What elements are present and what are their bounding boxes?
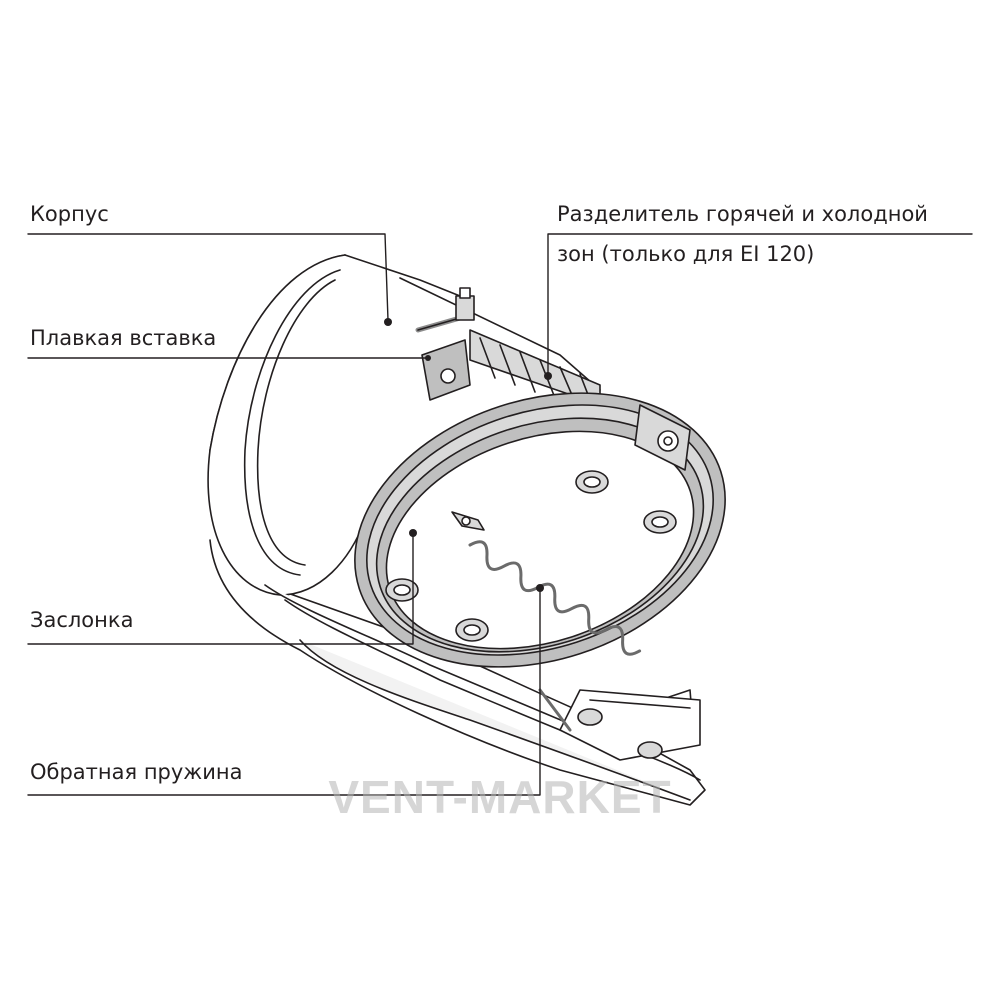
label-damper: Заслонка	[30, 608, 134, 632]
callout-housing	[27, 233, 389, 321]
label-fusible-insert: Плавкая вставка	[30, 326, 217, 350]
callout-separator	[547, 233, 973, 375]
fusible-insert	[415, 287, 475, 401]
callout-lines	[27, 233, 973, 796]
label-housing: Корпус	[30, 202, 109, 226]
damper-bolts	[385, 470, 677, 642]
callout-damper	[27, 534, 414, 645]
label-separator-line1: Разделитель горячей и холодной	[557, 202, 928, 226]
label-return-spring: Обратная пружина	[30, 760, 243, 784]
damper-ring	[354, 392, 726, 668]
label-separator-line2: зон (только для EI 120)	[557, 242, 815, 266]
bottom-bracket	[538, 688, 701, 761]
callout-spring	[27, 589, 541, 796]
